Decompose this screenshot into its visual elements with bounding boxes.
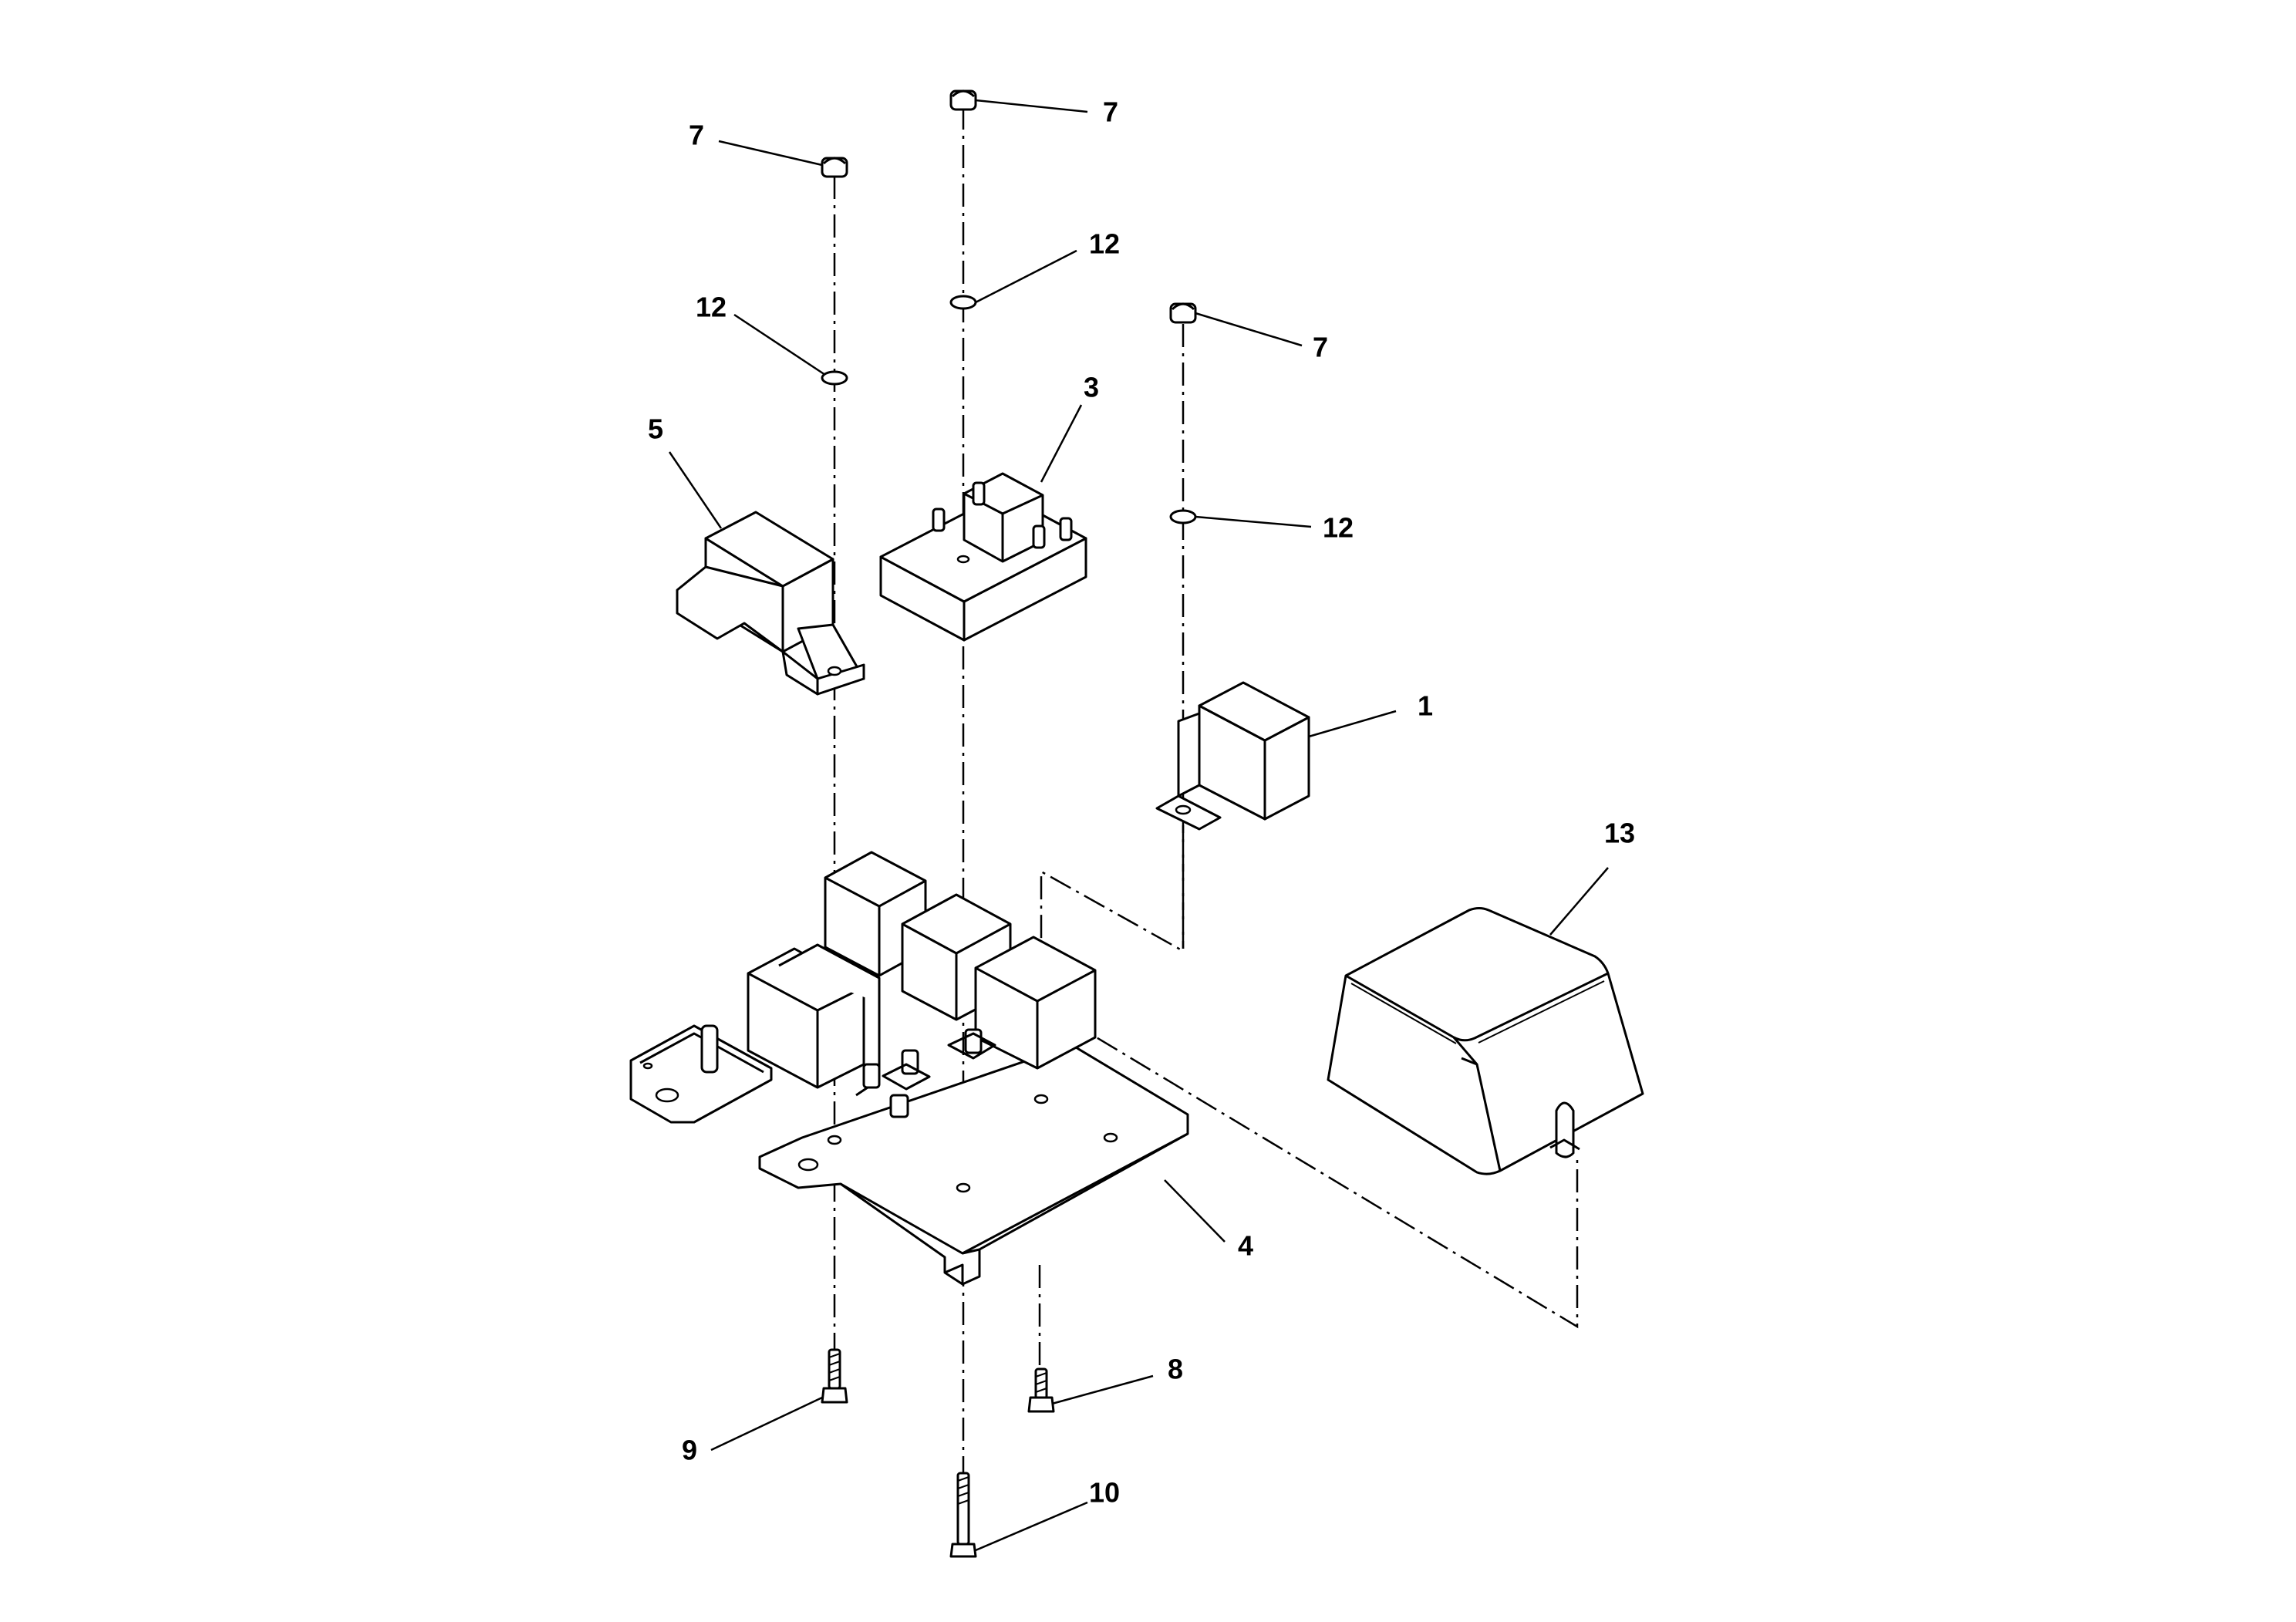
base-plate — [758, 1044, 1189, 1286]
relay-block-part — [879, 472, 1087, 642]
resistor-part — [676, 511, 865, 696]
callout-nut-left: 7 — [689, 120, 704, 151]
cover-part — [1327, 907, 1644, 1175]
nut-right — [1169, 302, 1197, 324]
callout-bracket-plate: 4 — [1238, 1230, 1253, 1262]
callout-screw-short: 8 — [1168, 1354, 1183, 1385]
callout-relay-block: 3 — [1084, 372, 1099, 403]
callout-washer-right: 12 — [1323, 512, 1354, 544]
callout-small-relay: 1 — [1418, 690, 1433, 722]
washer-left — [821, 370, 848, 386]
callout-washer-center: 12 — [1089, 228, 1120, 260]
washer-center — [949, 295, 977, 310]
callout-resistor: 5 — [648, 413, 663, 445]
callout-screw-long: 10 — [1089, 1477, 1120, 1509]
screw-long — [949, 1472, 977, 1558]
callout-cover: 13 — [1604, 818, 1635, 849]
nut-center — [949, 89, 977, 111]
base-assembly — [629, 851, 1189, 1286]
callout-nut-right: 7 — [1313, 332, 1328, 363]
callout-nut-center: 7 — [1103, 96, 1118, 128]
callout-screw-left: 9 — [682, 1435, 697, 1466]
leader-lines — [668, 99, 1609, 1552]
screw-short — [1027, 1367, 1055, 1413]
small-relay-part — [1155, 681, 1310, 831]
callout-labels: 7 7 7 12 12 12 5 3 1 4 13 8 9 10 — [648, 96, 1635, 1509]
nut-left — [821, 157, 848, 178]
washer-right — [1169, 509, 1197, 524]
screw-left — [821, 1348, 848, 1404]
callout-washer-left: 12 — [696, 292, 727, 323]
